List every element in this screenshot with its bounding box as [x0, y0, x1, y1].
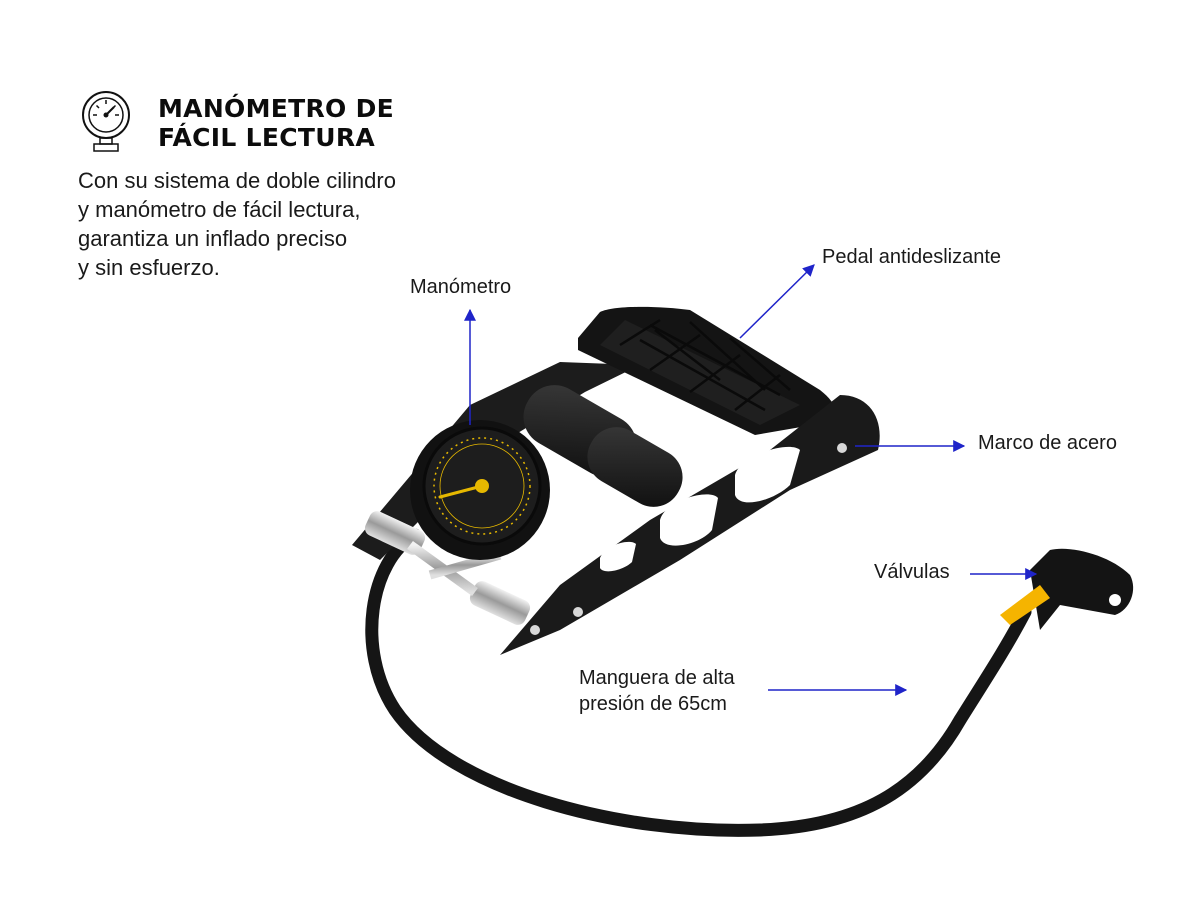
description-line-4: y sin esfuerzo. — [78, 255, 220, 280]
feature-description: Con su sistema de doble cilindro y manóm… — [78, 166, 396, 282]
pressure-gauge — [410, 420, 550, 560]
double-cylinder — [523, 385, 683, 507]
feature-title-line-2: FÁCIL LECTURA — [158, 123, 376, 152]
description-line-1: Con su sistema de doble cilindro — [78, 168, 396, 193]
callout-hose-line-1: Manguera de alta — [579, 667, 735, 689]
hose — [365, 528, 1032, 837]
callout-hose-line-2: presión de 65cm — [579, 693, 727, 715]
pressure-gauge-icon — [82, 91, 130, 152]
valve-head — [1000, 548, 1134, 630]
callout-frame: Marco de acero — [978, 432, 1117, 454]
description-line-3: garantiza un inflado preciso — [78, 226, 348, 251]
callout-hose: Manguera de alta presión de 65cm — [579, 665, 735, 717]
callout-valves: Válvulas — [874, 561, 950, 583]
description-line-2: y manómetro de fácil lectura, — [78, 197, 361, 222]
callout-gauge: Manómetro — [410, 276, 512, 298]
callout-pedal: Pedal antideslizante — [822, 246, 1002, 268]
feature-title: MANÓMETRO DE FÁCIL LECTURA — [158, 94, 394, 152]
arrow-pedal — [739, 264, 815, 339]
valve-lever — [1000, 585, 1050, 625]
feature-title-line-1: MANÓMETRO DE — [158, 94, 395, 123]
